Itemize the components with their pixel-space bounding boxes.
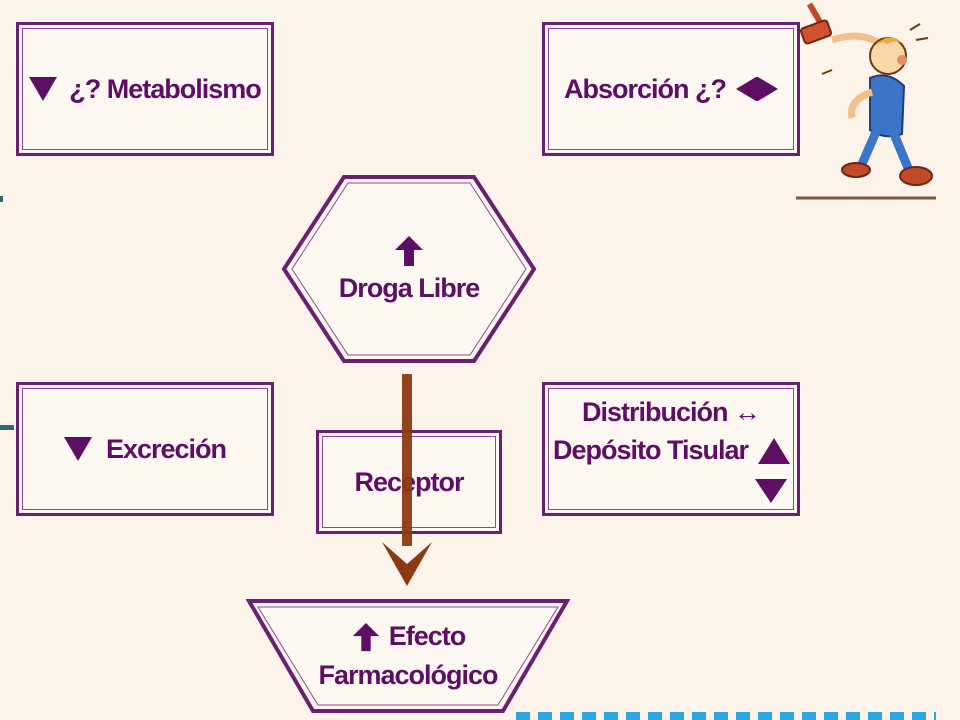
droga-libre-content: Droga Libre (280, 174, 538, 364)
left-edge-mark-top (0, 196, 3, 202)
metabolismo-label-row: ¿? Metabolismo (29, 73, 262, 105)
bottom-footer-strip (516, 712, 936, 720)
down-triangle-icon (63, 437, 92, 461)
up-triangle-icon (758, 437, 791, 464)
efecto-line1: Efecto (388, 621, 467, 651)
metabolismo-box: ¿? Metabolismo (16, 22, 274, 156)
arrow-head-icon (382, 542, 432, 586)
arrow-shaft (402, 374, 412, 546)
distribucion-line2-row: Depósito Tisular (553, 435, 791, 466)
efecto-content: Efecto Farmacológico (246, 606, 570, 706)
left-edge-mark-bottom (0, 425, 14, 430)
down-triangle-icon (755, 479, 787, 503)
arrow-up-icon (395, 235, 423, 266)
efecto-line2: Farmacológico (318, 660, 498, 690)
droga-libre-label: Droga Libre (338, 272, 481, 303)
excrecion-label: Excreción (105, 433, 227, 464)
absorcion-box: Absorción ¿? (542, 22, 800, 156)
cartoon-man-with-hammer-icon (796, 2, 936, 200)
distribucion-line1: Distribución ↔ (581, 397, 761, 427)
distribucion-box: Distribución ↔ Depósito Tisular (542, 382, 800, 516)
efecto-line1-row: Efecto (351, 621, 466, 652)
excrecion-box: Excreción (16, 382, 274, 516)
left-right-triangles-icon (736, 77, 778, 101)
efecto-trapezoid (246, 599, 570, 713)
metabolismo-label: ¿? Metabolismo (69, 73, 262, 104)
excrecion-label-row: Excreción (63, 433, 227, 465)
down-triangle-icon (29, 77, 58, 101)
distribucion-line2: Depósito Tisular (553, 435, 749, 465)
absorcion-label-row: Absorción ¿? (564, 74, 778, 105)
absorcion-label: Absorción ¿? (564, 73, 727, 104)
arrow-up-icon (352, 622, 379, 651)
droga-libre-hexagon (281, 175, 537, 363)
